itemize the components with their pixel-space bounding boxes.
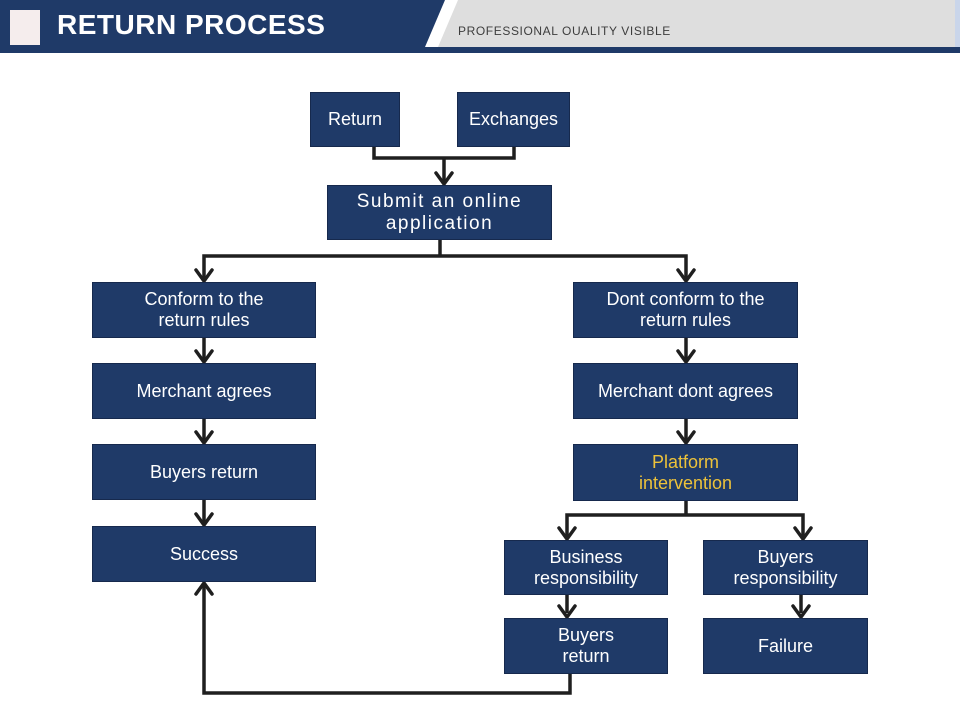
header-edge-strip xyxy=(955,0,960,47)
header-tagline: PROFESSIONAL OUALITY VISIBLE xyxy=(458,24,671,38)
flow-node-business-responsibility: Business responsibility xyxy=(504,540,668,595)
connector-feedback-loop xyxy=(194,580,572,695)
header-underline-bar xyxy=(0,47,960,53)
flow-node-merchant-agrees: Merchant agrees xyxy=(92,363,316,419)
flow-node-buyers-return: Buyers return xyxy=(92,444,316,500)
header: RETURN PROCESS PROFESSIONAL OUALITY VISI… xyxy=(0,0,960,53)
connector-right-chain xyxy=(676,338,696,446)
flow-node-submit-application: Submit an online application xyxy=(327,185,552,240)
connector-branch-split xyxy=(194,240,696,284)
flow-node-failure: Failure xyxy=(703,618,868,674)
flow-node-conform-rules: Conform to the return rules xyxy=(92,282,316,338)
header-navy-band xyxy=(0,0,445,47)
flow-node-buyers-return-2: Buyers return xyxy=(504,618,668,674)
connector-bottom-arrows xyxy=(557,595,811,620)
flow-node-platform-intervention: Platform intervention xyxy=(573,444,798,501)
connector-left-chain xyxy=(194,338,214,528)
header-gray-band xyxy=(438,0,955,47)
title-accent-square-icon xyxy=(10,10,40,45)
connector-merge-top xyxy=(372,147,516,187)
flow-node-success: Success xyxy=(92,526,316,582)
flow-node-exchanges: Exchanges xyxy=(457,92,570,147)
flow-node-buyers-responsibility: Buyers responsibility xyxy=(703,540,868,595)
connector-platform-split xyxy=(557,501,813,542)
flow-node-return: Return xyxy=(310,92,400,147)
flow-node-dont-conform-rules: Dont conform to the return rules xyxy=(573,282,798,338)
page-title: RETURN PROCESS xyxy=(57,9,326,40)
flow-node-merchant-dont-agrees: Merchant dont agrees xyxy=(573,363,798,419)
